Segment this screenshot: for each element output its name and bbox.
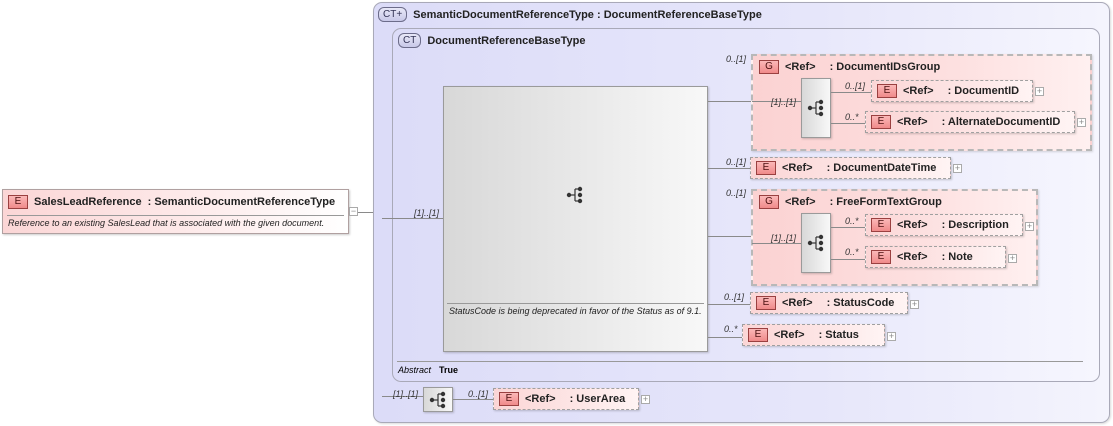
sequence-icon [807, 99, 824, 117]
root-element-documentation: Reference to an existing SalesLead that … [8, 218, 325, 228]
main-sequence-compositor[interactable] [443, 86, 708, 352]
sequence-compositor[interactable] [801, 213, 831, 273]
element-icon: E [748, 328, 768, 342]
element-icon: E [499, 392, 519, 406]
element-name: : UserArea [569, 393, 626, 405]
element-status[interactable]: E <Ref> : Status [742, 324, 885, 346]
element-alternate-document-id[interactable]: E <Ref> : AlternateDocumentID [865, 111, 1075, 133]
element-name: : Description [941, 219, 1009, 231]
divider [447, 303, 704, 304]
ref-label: <Ref> [897, 219, 928, 231]
element-icon: E [756, 296, 776, 310]
divider [397, 361, 1083, 362]
cardinality-label: 0..* [845, 247, 859, 257]
group-name: : FreeFormTextGroup [829, 196, 942, 208]
group-name: : DocumentIDsGroup [829, 61, 941, 73]
element-note[interactable]: E <Ref> : Note [865, 246, 1006, 268]
element-icon: E [877, 84, 897, 98]
cardinality-label: [1]..[1] [771, 97, 797, 107]
element-name: : Note [941, 251, 973, 263]
cardinality-label: [1]..[1] [771, 233, 797, 243]
cardinality-label: [1]..[1] [393, 389, 419, 399]
cardinality-label: 0..* [724, 324, 738, 334]
outer-type-title: SemanticDocumentReferenceType : Document… [413, 8, 762, 21]
cardinality-label: 0..[1] [724, 292, 745, 302]
cardinality-label: 0..[1] [845, 81, 866, 91]
cardinality-label: [1]..[1] [414, 208, 440, 218]
element-name: : AlternateDocumentID [941, 116, 1061, 128]
sequence-icon [807, 234, 824, 252]
connector [358, 212, 382, 213]
ref-label: <Ref> [782, 297, 813, 309]
ref-label: <Ref> [785, 196, 816, 208]
ref-label: <Ref> [903, 85, 934, 97]
ref-label: <Ref> [774, 329, 805, 341]
ref-label: <Ref> [782, 162, 813, 174]
element-document-date-time[interactable]: E <Ref> : DocumentDateTime [750, 157, 951, 179]
root-element-header: E SalesLeadReference : SemanticDocumentR… [8, 195, 335, 209]
root-element-type: : SemanticDocumentReferenceType [147, 196, 336, 208]
element-icon: E [8, 195, 28, 209]
expand-icon[interactable]: + [953, 163, 962, 173]
expand-icon[interactable]: + [1035, 86, 1044, 96]
divider [7, 215, 344, 216]
element-status-code[interactable]: E <Ref> : StatusCode [750, 292, 908, 314]
cardinality-label: 0..* [845, 216, 859, 226]
expand-icon[interactable]: + [1008, 253, 1017, 263]
abstract-label: Abstract [398, 365, 432, 375]
element-icon: E [756, 161, 776, 175]
inner-type-header: CT DocumentReferenceBaseType [398, 33, 585, 48]
cardinality-label: 0..[1] [468, 389, 489, 399]
ref-label: <Ref> [785, 61, 816, 73]
cardinality-label: 0..[1] [726, 157, 747, 167]
element-name: : StatusCode [826, 297, 895, 309]
abstract-property: Abstract True [398, 365, 458, 375]
element-icon: E [871, 218, 891, 232]
connector [382, 218, 444, 219]
abstract-value: True [439, 365, 459, 375]
group-free-form-text-group[interactable]: G <Ref> : FreeFormTextGroup [751, 189, 1038, 286]
cardinality-label: 0..* [845, 112, 859, 122]
element-name: : Status [818, 329, 859, 341]
expand-icon[interactable]: + [1025, 221, 1034, 231]
cardinality-label: 0..[1] [726, 54, 747, 64]
complex-type-extension-icon: CT+ [378, 7, 408, 22]
inner-type-title: DocumentReferenceBaseType [427, 34, 586, 47]
sequence-icon [566, 186, 583, 204]
group-icon: G [759, 60, 779, 74]
collapse-icon[interactable]: − [349, 206, 358, 216]
expand-icon[interactable]: + [1077, 117, 1086, 127]
expand-icon[interactable]: + [887, 331, 896, 341]
sequence-icon [429, 391, 446, 409]
element-icon: E [871, 250, 891, 264]
outer-type-header: CT+ SemanticDocumentReferenceType : Docu… [378, 7, 762, 22]
element-user-area[interactable]: E <Ref> : UserArea [493, 388, 639, 410]
element-name: : DocumentID [947, 85, 1020, 97]
root-element-sales-lead-reference[interactable]: E SalesLeadReference : SemanticDocumentR… [2, 189, 349, 234]
element-description[interactable]: E <Ref> : Description [865, 214, 1023, 236]
expand-icon[interactable]: + [641, 394, 650, 404]
sequence-note: StatusCode is being deprecated in favor … [449, 306, 702, 316]
cardinality-label: 0..[1] [726, 188, 747, 198]
element-name: : DocumentDateTime [826, 162, 937, 174]
ref-label: <Ref> [897, 116, 928, 128]
expand-icon[interactable]: + [910, 299, 919, 309]
ref-label: <Ref> [525, 393, 556, 405]
element-icon: E [871, 115, 891, 129]
group-icon: G [759, 195, 779, 209]
complex-type-icon: CT [398, 33, 422, 48]
ref-label: <Ref> [897, 251, 928, 263]
element-document-id[interactable]: E <Ref> : DocumentID [871, 80, 1033, 102]
root-element-name: SalesLeadReference [34, 196, 142, 208]
